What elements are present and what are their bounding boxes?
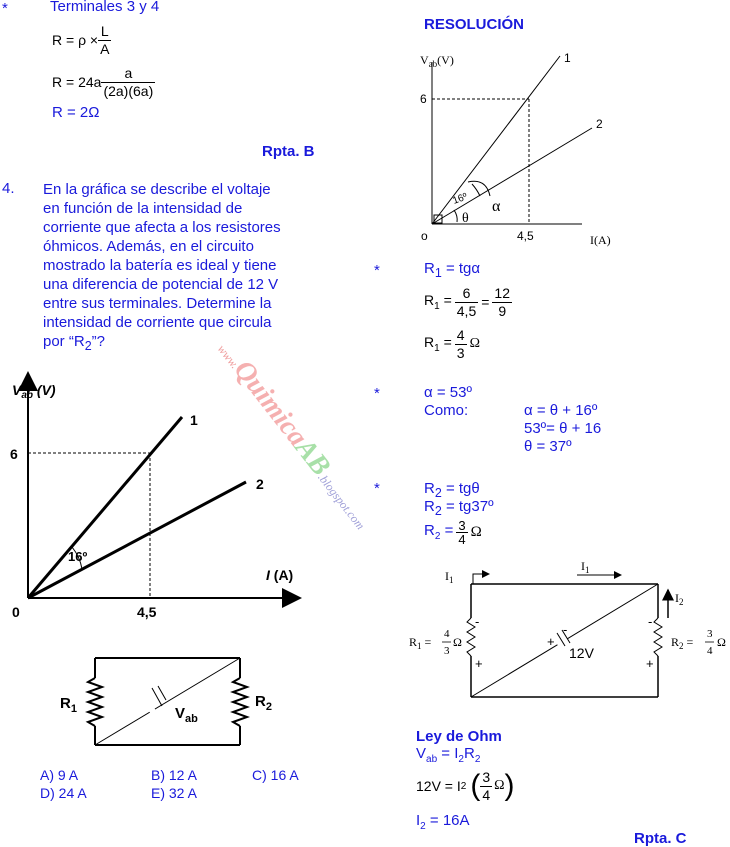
resistance-result: R = 2Ω (52, 104, 100, 121)
res-x-label: I(A) (590, 233, 611, 247)
angle-relation-3: θ = 37º (524, 438, 572, 455)
resolution-title: RESOLUCIÓN (424, 16, 525, 33)
resolution-circuit: I1 I1 I2 R1 = 4 3 Ω R2 = 3 4 Ω 12V + - -… (409, 559, 726, 698)
y-tick-6: 6 (10, 446, 18, 462)
res-line-1-label: 1 (564, 51, 571, 65)
line-2 (27, 480, 247, 600)
resistor-r2 (230, 677, 250, 727)
battery-plus: + (547, 634, 555, 649)
resistor-r1 (85, 677, 105, 727)
i1-left-label: I1 (445, 569, 454, 585)
alpha-value: α = 53º (424, 384, 472, 401)
res-r1-label: R1 = (409, 635, 432, 651)
res-y-label: Vab(V) (420, 53, 454, 69)
res-angle-16: 16º (451, 191, 469, 207)
bullet: * (374, 262, 380, 279)
angle-relation-1: α = θ + 16º (524, 402, 598, 419)
res-line-1 (431, 55, 561, 225)
res-y-tick: 6 (420, 92, 427, 106)
voltage-current-graph: Vab (V) I (A) 6 4,5 0 1 2 16º (10, 371, 302, 620)
x-axis-label: I (A) (266, 567, 293, 583)
option-b[interactable]: B) 12 A (151, 767, 197, 783)
battery-plate (151, 687, 163, 707)
option-e[interactable]: E) 32 A (151, 785, 197, 801)
resolution-graph: Vab(V) 6 4,5 o I(A) 1 2 16º α θ (420, 51, 611, 247)
res-r2-num: 3 (707, 628, 713, 640)
r1-minus: - (475, 614, 479, 629)
r1-plus: + (475, 656, 483, 671)
angle-16-label: 16º (68, 549, 87, 564)
theta-label: θ (462, 211, 469, 226)
res-r1-den: 3 (444, 645, 450, 657)
question-number: 4. (2, 180, 15, 197)
ohm-law-formula: Vab = I2R2 (416, 745, 481, 765)
angle-arc (71, 546, 83, 570)
res-r2-label: R2 = (671, 635, 694, 651)
i2-label: I2 (675, 591, 684, 607)
bullet: * (374, 480, 380, 497)
i1-top-label: I1 (581, 559, 590, 575)
answer-c: Rpta. C (634, 830, 687, 847)
res-x-tick: 4,5 (517, 229, 534, 243)
option-a[interactable]: A) 9 A (40, 767, 79, 783)
angle-relation-2: 53º= θ + 16 (524, 420, 602, 437)
current-i1-arrow-left (472, 570, 490, 584)
option-c[interactable]: C) 16 A (252, 767, 299, 783)
res-line-2-label: 2 (596, 117, 603, 131)
battery-label: 12V (569, 645, 595, 661)
ohm-law-title: Ley de Ohm (416, 728, 502, 745)
vab-label: Vab (175, 705, 198, 725)
battery-wire (94, 657, 241, 746)
res-origin: o (421, 229, 428, 243)
res-resistor-r2 (653, 617, 663, 657)
bullet: * (374, 385, 380, 402)
current-result: I2 = 16A (416, 812, 470, 832)
question-text: En la gráfica se describe el voltaje en … (43, 181, 281, 353)
res-r2-unit: Ω (717, 635, 726, 649)
bullet: * (2, 0, 8, 17)
res-line-2 (431, 127, 593, 225)
r1-label: R1 (60, 695, 77, 715)
r2-minus: - (648, 614, 652, 629)
line-2-label: 2 (256, 476, 264, 492)
res-r2-den: 4 (707, 645, 713, 657)
origin-label: 0 (12, 604, 20, 620)
r2-label: R2 (255, 693, 272, 713)
resistor-circuit: R1 R2 Vab (60, 657, 272, 746)
answer-b: Rpta. B (262, 143, 315, 160)
r2-tg-theta: R2 = tgθ (424, 480, 480, 500)
item3-heading: Terminales 3 y 4 (50, 0, 160, 15)
r2-tg37: R2 = tg37º (424, 498, 494, 518)
battery-minus: - (563, 622, 567, 637)
res-r1-unit: Ω (453, 635, 462, 649)
y-axis-label: Vab (V) (12, 382, 56, 401)
como-label: Como: (424, 402, 469, 419)
alpha-label: α (492, 198, 501, 215)
x-tick-4-5: 4,5 (137, 604, 157, 620)
res-resistor-r1 (466, 617, 476, 657)
resistance-substitution: R = 24a a(2a)(6a) (52, 64, 156, 99)
line-1-label: 1 (190, 412, 198, 428)
res-r1-num: 4 (444, 628, 450, 640)
r1-tg-alpha: R1 = tgα (424, 260, 481, 280)
line-1 (26, 416, 184, 599)
r2-plus: + (646, 656, 654, 671)
option-d[interactable]: D) 24 A (40, 785, 87, 801)
